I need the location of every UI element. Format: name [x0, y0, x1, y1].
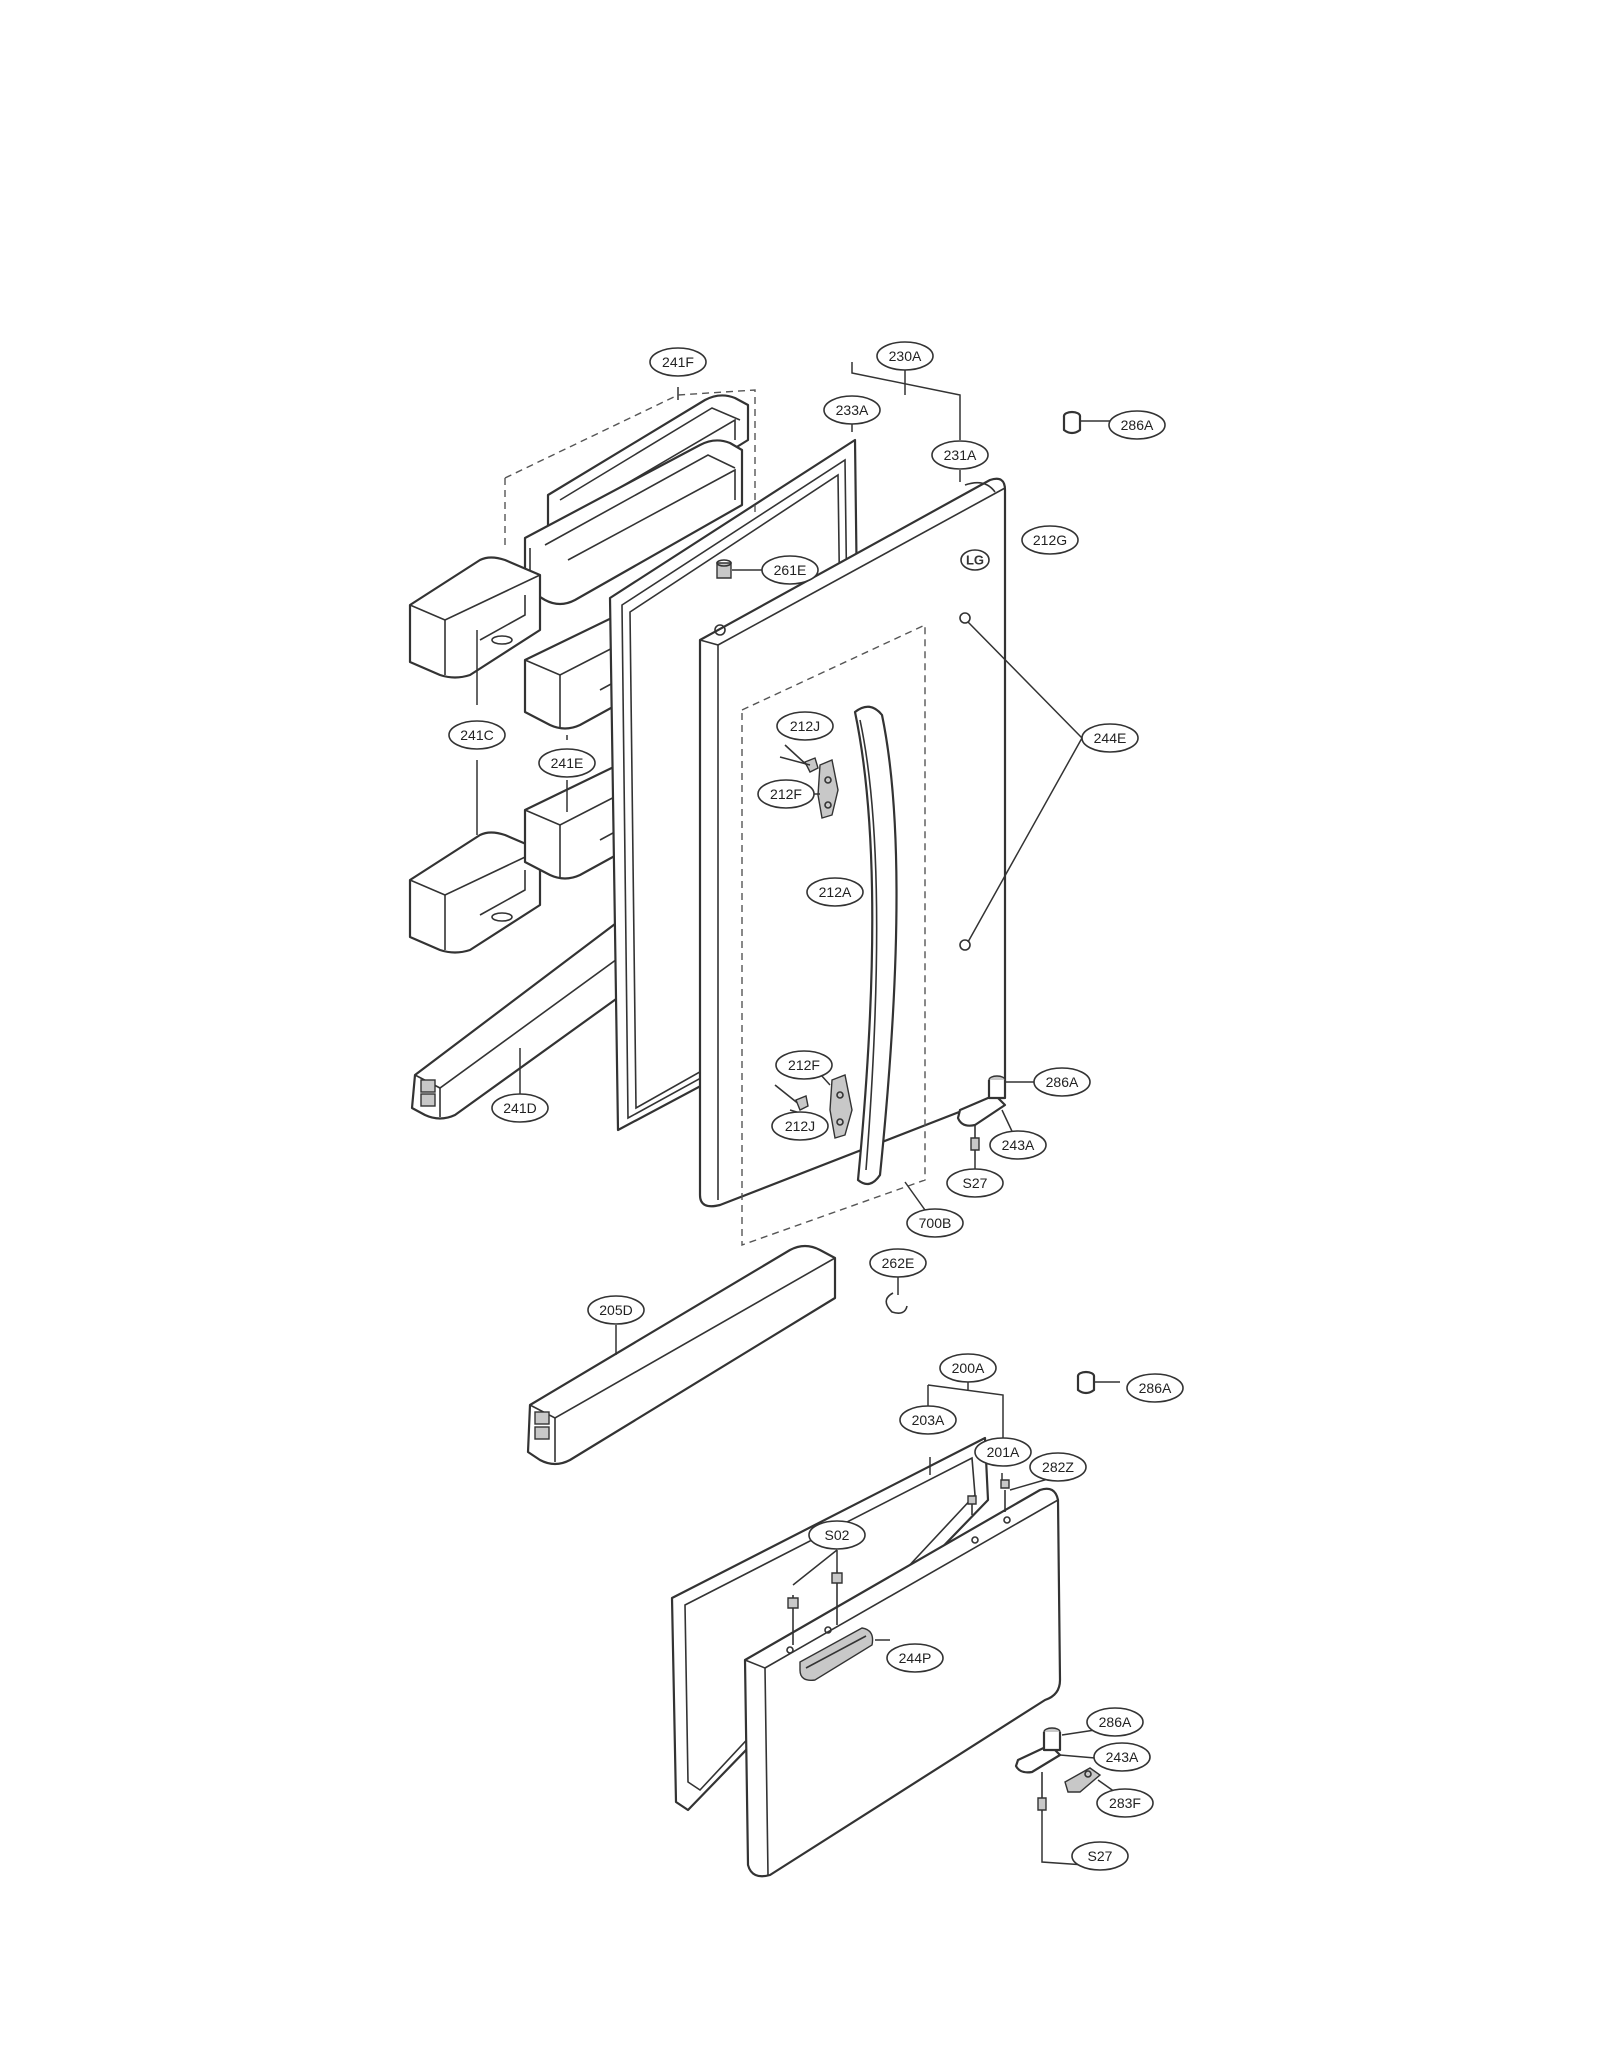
svg-text:282Z: 282Z — [1042, 1459, 1074, 1475]
callout-241e: 241E — [538, 748, 596, 778]
callout-212g: 212G — [1021, 525, 1079, 555]
callout-212j-2: 212J — [771, 1111, 829, 1141]
handle-bracket-212f-lower — [829, 1074, 853, 1139]
svg-text:233A: 233A — [836, 402, 869, 418]
svg-text:286A: 286A — [1046, 1074, 1079, 1090]
svg-text:205D: 205D — [599, 1302, 632, 1318]
hinge-cap-286a-lower-top — [1076, 1370, 1096, 1395]
bracket-283f — [1064, 1767, 1102, 1793]
callout-s27-1: S27 — [946, 1168, 1004, 1198]
callout-201a: 201A — [974, 1437, 1032, 1467]
clip-262e — [885, 1292, 908, 1314]
callout-212j-1: 212J — [776, 711, 834, 741]
callout-212f-2: 212F — [775, 1050, 833, 1080]
callout-286a-1: 286A — [1108, 410, 1166, 440]
callout-244e: 244E — [1081, 723, 1139, 753]
svg-text:286A: 286A — [1099, 1714, 1132, 1730]
callout-700b: 700B — [906, 1208, 964, 1238]
callout-244p: 244P — [886, 1643, 944, 1673]
callout-212f-1: 212F — [757, 779, 815, 809]
hinge-243a-lower — [1014, 1727, 1062, 1812]
svg-text:286A: 286A — [1121, 417, 1154, 433]
freezer-handle-244p — [799, 1627, 874, 1681]
freezer-door-201a — [743, 1487, 1062, 1878]
svg-text:700B: 700B — [919, 1215, 952, 1231]
svg-text:244E: 244E — [1094, 730, 1127, 746]
callout-230a: 230A — [876, 341, 934, 371]
svg-text:261E: 261E — [774, 562, 807, 578]
callout-262e: 262E — [869, 1248, 927, 1278]
callout-200a: 200A — [939, 1353, 997, 1383]
door-handle-212a — [853, 705, 898, 1186]
svg-text:212J: 212J — [785, 1118, 815, 1134]
callout-212a: 212A — [806, 877, 864, 907]
screws-282z — [967, 1479, 1010, 1515]
door-bin-241c-upper — [408, 556, 542, 679]
svg-text:212F: 212F — [788, 1057, 820, 1073]
svg-text:S27: S27 — [1088, 1848, 1113, 1864]
callout-282z: 282Z — [1029, 1452, 1087, 1482]
svg-text:S27: S27 — [963, 1175, 988, 1191]
callout-286a-4: 286A — [1086, 1707, 1144, 1737]
door-bin-241c-lower — [408, 831, 542, 954]
refrigerator-door-231a — [698, 477, 1007, 1208]
cap-261e — [716, 559, 732, 579]
svg-text:286A: 286A — [1139, 1380, 1172, 1396]
callout-241c: 241C — [448, 720, 506, 750]
callout-s27-2: S27 — [1071, 1841, 1129, 1871]
callout-286a-3: 286A — [1126, 1373, 1184, 1403]
callout-283f: 283F — [1096, 1788, 1154, 1818]
callout-243a-1: 243A — [989, 1130, 1047, 1160]
svg-text:283F: 283F — [1109, 1795, 1141, 1811]
svg-text:230A: 230A — [889, 348, 922, 364]
callout-231a: 231A — [931, 440, 989, 470]
svg-text:212F: 212F — [770, 786, 802, 802]
screw-212j-lower — [774, 1084, 809, 1111]
door-foam-outline-700b — [741, 623, 926, 1246]
hinge-243a-upper — [956, 1075, 1007, 1160]
svg-text:244P: 244P — [899, 1650, 932, 1666]
lg-logo: LG — [960, 549, 990, 571]
callout-203a: 203A — [899, 1405, 957, 1435]
lg-logo-text: LG — [966, 553, 984, 568]
callout-233a: 233A — [823, 395, 881, 425]
svg-text:241E: 241E — [551, 755, 584, 771]
svg-text:262E: 262E — [882, 1255, 915, 1271]
svg-text:241F: 241F — [662, 354, 694, 370]
svg-text:231A: 231A — [944, 447, 977, 463]
svg-text:201A: 201A — [987, 1444, 1020, 1460]
screws-s02 — [787, 1570, 843, 1645]
hinge-cap-286a-upper — [1062, 410, 1082, 435]
handle-bracket-212f-upper — [817, 759, 839, 819]
svg-text:243A: 243A — [1002, 1137, 1035, 1153]
callout-s02: S02 — [808, 1520, 866, 1550]
svg-text:212A: 212A — [819, 884, 852, 900]
svg-text:241C: 241C — [460, 727, 493, 743]
svg-text:S02: S02 — [825, 1527, 850, 1543]
callout-241d: 241D — [491, 1093, 549, 1123]
svg-text:203A: 203A — [912, 1412, 945, 1428]
svg-text:200A: 200A — [952, 1360, 985, 1376]
callout-243a-2: 243A — [1093, 1742, 1151, 1772]
callout-286a-2: 286A — [1033, 1067, 1091, 1097]
door-bin-205d — [526, 1244, 837, 1466]
svg-text:243A: 243A — [1106, 1749, 1139, 1765]
callout-261e: 261E — [761, 555, 819, 585]
svg-text:212J: 212J — [790, 718, 820, 734]
callout-205d: 205D — [587, 1295, 645, 1325]
callout-241f: 241F — [649, 347, 707, 377]
svg-text:241D: 241D — [503, 1100, 536, 1116]
svg-text:212G: 212G — [1033, 532, 1067, 548]
